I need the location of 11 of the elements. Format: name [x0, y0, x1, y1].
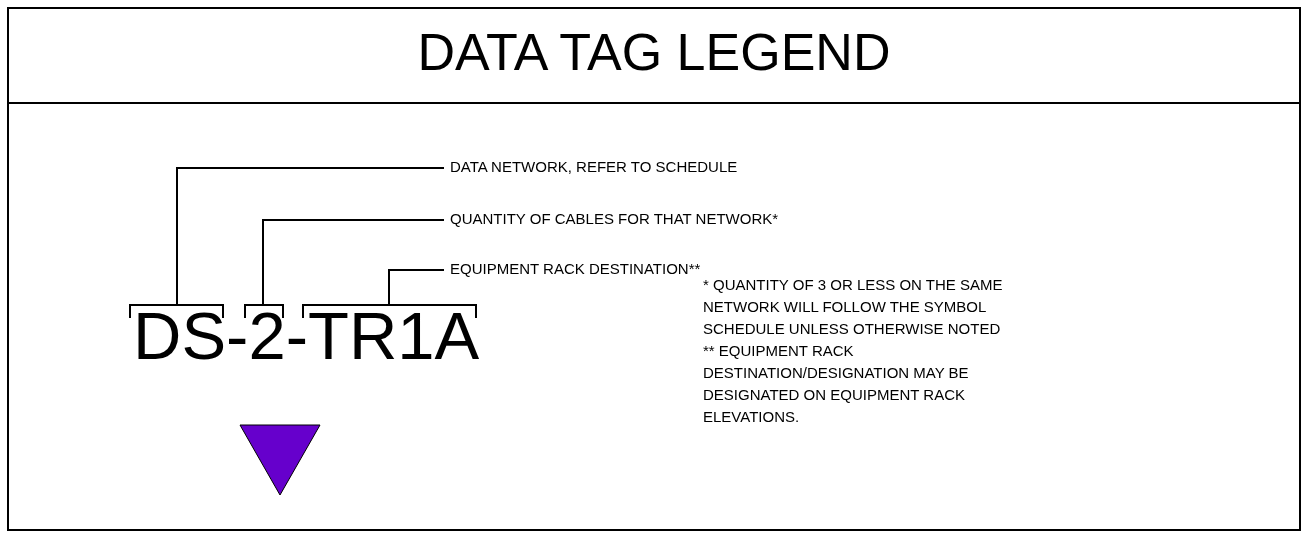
leader-text: EQUIPMENT RACK DESTINATION** — [450, 260, 701, 278]
triangle-symbol — [240, 425, 320, 495]
leader-line — [262, 219, 445, 305]
data-tag: DS-2-TR1A — [133, 296, 480, 376]
leader-line — [176, 167, 445, 305]
leader-text: DATA NETWORK, REFER TO SCHEDULE — [450, 158, 738, 176]
title: DATA TAG LEGEND — [416, 22, 892, 83]
leader-text: QUANTITY OF CABLES FOR THAT NETWORK* — [450, 210, 779, 228]
footnote: * QUANTITY OF 3 OR LESS ON THE SAME NETWORK WILL FOLLOW THE SYMBOL SCHEDULE UNLESS OTHERWISE NOTED — [703, 275, 1004, 339]
footnote: ** EQUIPMENT RACK DESTINATION/DESIGNATION MAY BE DESIGNATED ON EQUIPMENT RACK ELEVATIONS. — [703, 341, 970, 427]
leader-line — [388, 269, 445, 305]
